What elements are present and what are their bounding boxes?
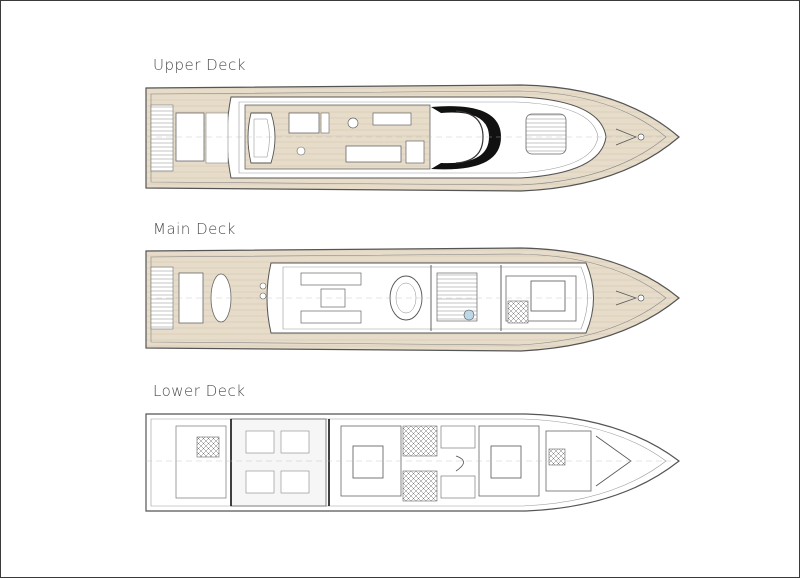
main-deck-title: Main Deck [153,220,236,238]
tender-boat [247,112,276,164]
main-deck-plan [145,247,680,352]
hardtop-arc [431,106,501,170]
upper-deck-plan [145,84,680,192]
lower-deck-title: Lower Deck [153,382,246,400]
guest-bed-2 [490,445,522,479]
engine-room [230,418,327,507]
guest-bed-1 [352,445,384,479]
upper-deck-title: Upper Deck [153,56,246,74]
master-bed [530,280,566,312]
lower-deck-plan [145,413,680,512]
sunpad [525,113,567,155]
